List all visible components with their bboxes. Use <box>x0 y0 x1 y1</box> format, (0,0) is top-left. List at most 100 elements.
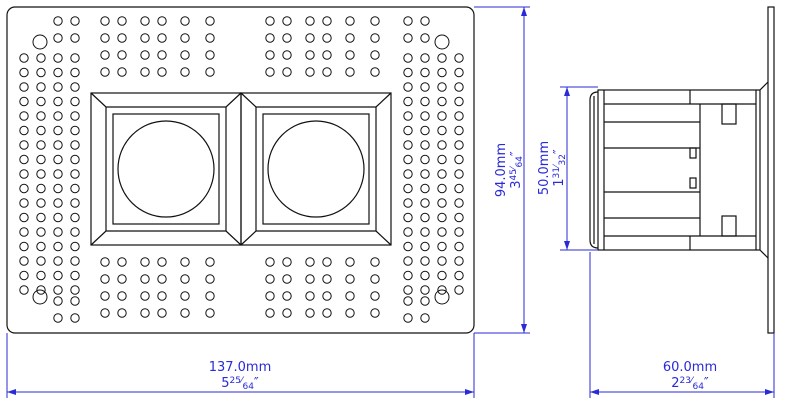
perforation-hole <box>420 125 430 136</box>
perforation-hole <box>70 313 80 323</box>
perforation-hole <box>437 111 447 121</box>
perforation-hole <box>437 227 447 237</box>
perforation-hole <box>345 291 355 301</box>
perforation-hole <box>180 257 190 267</box>
perforation-hole <box>403 270 413 281</box>
perforation-hole <box>53 296 63 306</box>
perforation-hole <box>36 67 46 78</box>
perforation-hole <box>180 16 190 26</box>
perforation-hole <box>420 285 430 295</box>
perforation-hole <box>205 274 215 284</box>
perforation-hole <box>117 308 127 318</box>
perforation-hole <box>140 291 150 301</box>
perforation-hole <box>70 33 80 43</box>
perforation-hole <box>403 16 413 26</box>
perforation-hole <box>53 96 63 107</box>
perforation-hole <box>345 67 355 77</box>
perforation-hole <box>36 227 46 237</box>
perforation-hole <box>36 169 46 179</box>
perforation-hole <box>403 154 413 165</box>
perforation-hole <box>454 183 464 194</box>
perforation-hole <box>36 256 46 266</box>
perforation-hole <box>70 82 80 92</box>
perforation-hole <box>403 227 413 237</box>
perforation-hole <box>265 308 275 318</box>
front-dimensions <box>6 6 530 398</box>
perforation-hole <box>420 140 430 150</box>
perforation-hole <box>282 274 292 284</box>
perforation-hole <box>180 274 190 284</box>
perforation-hole <box>157 50 167 60</box>
perforation-hole <box>420 154 430 165</box>
perforation-hole <box>437 241 447 252</box>
perforation-hole <box>305 16 315 26</box>
perforation-hole <box>19 241 29 252</box>
perforation-hole <box>437 198 447 208</box>
perforation-hole <box>454 125 464 136</box>
perforation-hole <box>454 154 464 165</box>
perforation-hole <box>70 111 80 121</box>
perforation-hole <box>205 291 215 301</box>
perforation-hole <box>180 67 190 77</box>
perforation-hole <box>454 53 464 63</box>
perforation-hole <box>305 67 315 77</box>
perforation-hole <box>70 125 80 136</box>
perforation-hole <box>437 140 447 150</box>
perforation-hole <box>437 285 447 295</box>
perforation-hole <box>205 257 215 267</box>
perforation-hole <box>370 257 380 267</box>
perforation-hole <box>157 308 167 318</box>
perforation-hole <box>19 96 29 107</box>
perforation-hole <box>282 16 292 26</box>
perforation-hole <box>19 212 29 223</box>
perforation-hole <box>19 140 29 150</box>
perforation-hole <box>100 67 110 77</box>
perforation-hole <box>305 308 315 318</box>
perforation-hole <box>70 53 80 63</box>
perforation-hole <box>205 16 215 26</box>
perforation-hole <box>53 198 63 208</box>
perforation-hole <box>265 50 275 60</box>
perforation-hole <box>36 198 46 208</box>
perforation-hole <box>454 227 464 237</box>
perforation-hole <box>140 274 150 284</box>
perforation-hole <box>100 274 110 284</box>
perforation-hole <box>282 67 292 77</box>
perforation-hole <box>454 169 464 179</box>
perforation-hole <box>265 16 275 26</box>
perforation-hole <box>370 33 380 43</box>
perforation-hole <box>305 291 315 301</box>
perforation-hole <box>420 16 430 26</box>
perforation-hole <box>205 33 215 43</box>
perforation-hole <box>322 67 332 77</box>
perforation-hole <box>117 16 127 26</box>
perforation-hole <box>403 125 413 136</box>
perforation-hole <box>157 33 167 43</box>
perforation-hole <box>420 227 430 237</box>
perforation-hole <box>140 67 150 77</box>
perforation-hole <box>19 111 29 121</box>
perforation-hole <box>265 257 275 267</box>
perforation-hole <box>370 308 380 318</box>
perforation-hole <box>53 313 63 323</box>
perforation-hole <box>32 289 48 305</box>
perforation-hole <box>36 270 46 281</box>
perforation-hole <box>282 33 292 43</box>
perforation-hole <box>265 67 275 77</box>
perforation-hole <box>370 67 380 77</box>
side-depth-imperial: 223⁄64″ <box>671 376 709 392</box>
perforation-hole <box>345 274 355 284</box>
perforation-hole <box>36 183 46 194</box>
perforation-hole <box>36 241 46 252</box>
perforation-hole <box>36 111 46 121</box>
perforation-hole <box>19 285 29 295</box>
perforation-hole <box>420 67 430 78</box>
side-height-metric: 50.0mm <box>537 141 552 195</box>
perforation-hole <box>420 241 430 252</box>
perforation-hole <box>205 50 215 60</box>
perforation-hole <box>322 291 332 301</box>
perforation-hole <box>70 212 80 223</box>
perforation-hole <box>345 16 355 26</box>
perforation-hole <box>305 33 315 43</box>
perforation-hole <box>36 154 46 165</box>
